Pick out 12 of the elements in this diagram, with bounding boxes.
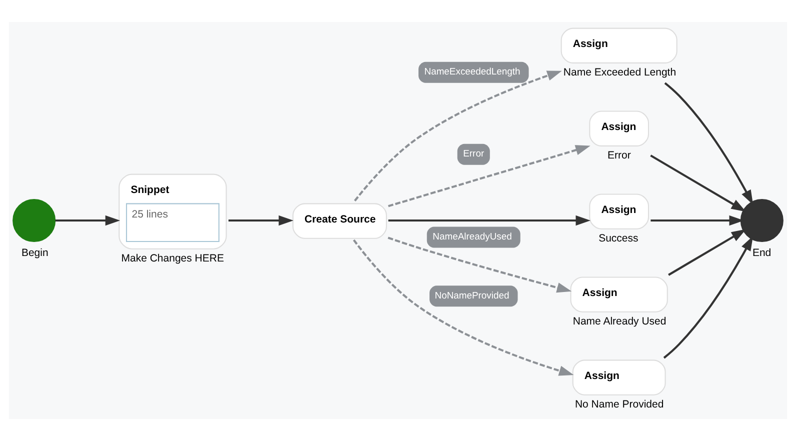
node-label: Name Exceeded Length <box>563 66 676 79</box>
node-label: Name Already Used <box>572 315 666 328</box>
edge-label: NameAlreadyUsed <box>432 232 512 243</box>
node-label: Begin <box>21 247 48 260</box>
edge-label: NameExceededLength <box>424 66 520 78</box>
node-label: Success <box>598 232 638 245</box>
edge-label: NoNameProvided <box>434 290 510 302</box>
node-label: Error <box>608 150 631 162</box>
node-label: Make Changes HERE <box>121 252 224 264</box>
node-label: End <box>752 247 772 260</box>
edge-label: Error <box>463 148 484 160</box>
node-label: No Name Provided <box>574 398 664 410</box>
